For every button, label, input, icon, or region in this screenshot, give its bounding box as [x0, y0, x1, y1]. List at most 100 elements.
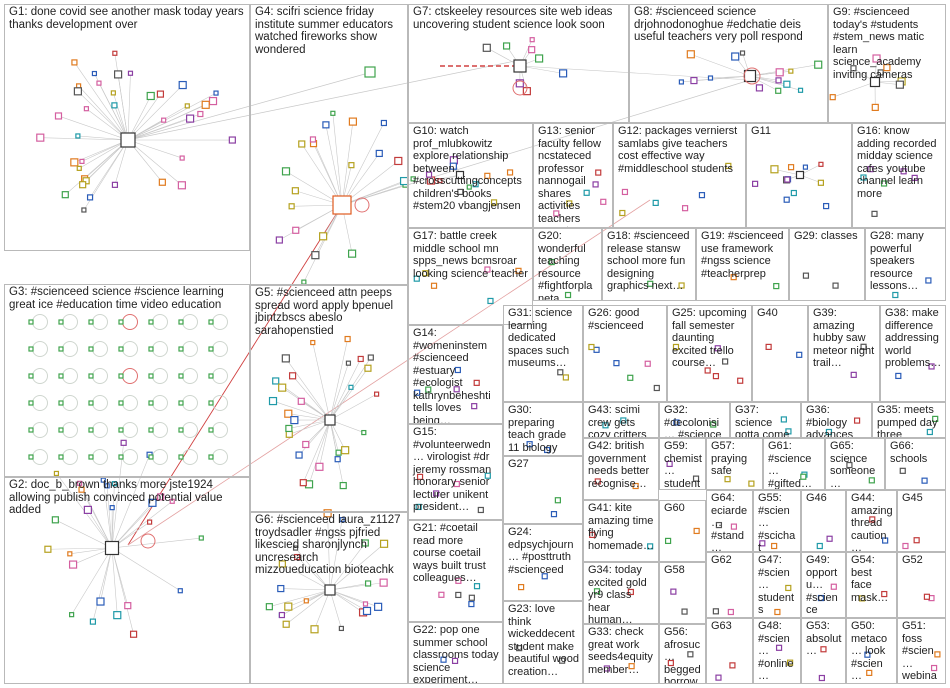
- vertex-node[interactable]: [348, 117, 358, 126]
- vertex-node[interactable]: [921, 477, 928, 484]
- vertex-node[interactable]: [277, 584, 285, 593]
- vertex-node[interactable]: [118, 400, 124, 406]
- vertex-node[interactable]: [438, 591, 445, 598]
- vertex-node[interactable]: [787, 659, 794, 666]
- group-cell-g42[interactable]: G42: british government needs better rec…: [583, 438, 659, 500]
- vertex-node[interactable]: [112, 50, 118, 56]
- vertex-node[interactable]: [186, 114, 195, 123]
- vertex-node[interactable]: [562, 374, 569, 381]
- vertex-node[interactable]: [515, 267, 522, 274]
- vertex-node[interactable]: [731, 52, 740, 61]
- vertex-node[interactable]: [882, 537, 889, 544]
- vertex-node[interactable]: [330, 110, 336, 116]
- group-cell-g48[interactable]: G48: #scien… #online… #online…: [753, 618, 801, 684]
- vertex-node[interactable]: [712, 373, 720, 380]
- vertex-node[interactable]: [413, 275, 420, 282]
- vertex-node[interactable]: [73, 87, 82, 96]
- vertex-node[interactable]: [817, 594, 825, 602]
- group-cell-g9[interactable]: G9: #scienceed today's #students #stem_n…: [828, 4, 946, 123]
- vertex-node[interactable]: [619, 209, 626, 217]
- group-cell-g39[interactable]: G39: amazing hubby saw meteor night trai…: [808, 305, 880, 402]
- vertex-node[interactable]: [104, 483, 110, 489]
- group-cell-g11[interactable]: G11: [746, 123, 852, 228]
- vertex-node[interactable]: [177, 588, 183, 594]
- vertex-node[interactable]: [76, 165, 82, 171]
- vertex-node[interactable]: [802, 272, 810, 279]
- vertex-node[interactable]: [730, 274, 737, 281]
- vertex-node[interactable]: [110, 90, 116, 96]
- vertex-node[interactable]: [564, 291, 572, 299]
- vertex-node[interactable]: [472, 181, 479, 188]
- vertex-node[interactable]: [678, 282, 685, 289]
- vertex-node[interactable]: [208, 346, 214, 352]
- vertex-node[interactable]: [54, 112, 63, 120]
- vertex-node[interactable]: [339, 481, 347, 490]
- vertex-node[interactable]: [928, 363, 935, 370]
- group-cell-g7[interactable]: G7: ctskeeley resources site web ideas u…: [408, 4, 629, 123]
- vertex-node[interactable]: [184, 103, 190, 109]
- vertex-node[interactable]: [28, 319, 34, 325]
- vertex-node[interactable]: [602, 422, 609, 429]
- vertex-node[interactable]: [453, 480, 460, 488]
- vertex-node[interactable]: [70, 158, 79, 167]
- vertex-node[interactable]: [830, 583, 837, 590]
- vertex-node[interactable]: [566, 200, 573, 207]
- vertex-node[interactable]: [783, 80, 791, 88]
- vertex-node[interactable]: [88, 400, 94, 406]
- vertex-node[interactable]: [785, 584, 792, 592]
- vertex-node[interactable]: [455, 591, 462, 599]
- vertex-node[interactable]: [281, 354, 290, 363]
- vertex-node[interactable]: [484, 266, 491, 273]
- vertex-node[interactable]: [468, 600, 475, 608]
- vertex-node[interactable]: [178, 427, 184, 433]
- vertex-node[interactable]: [895, 372, 902, 380]
- vertex-node[interactable]: [201, 100, 210, 109]
- vertex-node[interactable]: [529, 37, 535, 43]
- vertex-node[interactable]: [775, 87, 782, 94]
- vertex-node[interactable]: [58, 346, 64, 352]
- vertex-node[interactable]: [129, 630, 138, 638]
- vertex-node[interactable]: [272, 377, 280, 385]
- vertex-node[interactable]: [367, 354, 374, 361]
- vertex-node[interactable]: [292, 226, 300, 234]
- vertex-node[interactable]: [415, 503, 422, 511]
- vertex-node[interactable]: [513, 59, 527, 73]
- group-cell-g16[interactable]: G16: know adding recorded midday science…: [852, 123, 946, 228]
- vertex-node[interactable]: [899, 467, 906, 474]
- vertex-node[interactable]: [120, 439, 127, 446]
- vertex-node[interactable]: [653, 384, 660, 392]
- vertex-node[interactable]: [292, 545, 299, 551]
- vertex-node[interactable]: [528, 46, 536, 54]
- vertex-node[interactable]: [715, 674, 722, 681]
- vertex-node[interactable]: [198, 535, 204, 541]
- vertex-node[interactable]: [895, 80, 904, 89]
- vertex-node[interactable]: [28, 373, 34, 379]
- vertex-node[interactable]: [468, 594, 475, 601]
- vertex-node[interactable]: [111, 481, 117, 487]
- vertex-node[interactable]: [96, 80, 102, 86]
- vertex-node[interactable]: [324, 414, 336, 426]
- vertex-node[interactable]: [814, 60, 823, 69]
- vertex-node[interactable]: [871, 103, 879, 112]
- vertex-node[interactable]: [829, 94, 836, 101]
- vertex-node[interactable]: [869, 76, 881, 88]
- vertex-node[interactable]: [58, 373, 64, 379]
- vertex-node[interactable]: [88, 454, 94, 460]
- vertex-node[interactable]: [818, 161, 824, 167]
- vertex-node[interactable]: [178, 80, 187, 90]
- vertex-node[interactable]: [148, 454, 154, 460]
- vertex-node[interactable]: [860, 174, 867, 181]
- vertex-node[interactable]: [311, 251, 320, 260]
- vertex-node[interactable]: [347, 249, 357, 258]
- group-cell-g17[interactable]: G17: battle creek middle school mn spps_…: [408, 228, 533, 325]
- vertex-node[interactable]: [79, 158, 85, 164]
- vertex-node[interactable]: [118, 427, 124, 433]
- group-cell-g46[interactable]: G46: [801, 490, 846, 552]
- group-cell-g12[interactable]: G12: packages vernierst samlabs give tea…: [613, 123, 746, 228]
- vertex-node[interactable]: [559, 657, 566, 664]
- group-cell-g35[interactable]: G35: meets pumped day three #raforum…: [872, 402, 946, 438]
- group-cell-g5[interactable]: G5: #scienceed attn peeps spread word ap…: [250, 285, 408, 512]
- group-cell-g13[interactable]: G13: senior faculty fellow ncstateced pr…: [533, 123, 613, 228]
- vertex-node[interactable]: [755, 84, 764, 92]
- group-cell-g29[interactable]: G29: classes: [789, 228, 865, 301]
